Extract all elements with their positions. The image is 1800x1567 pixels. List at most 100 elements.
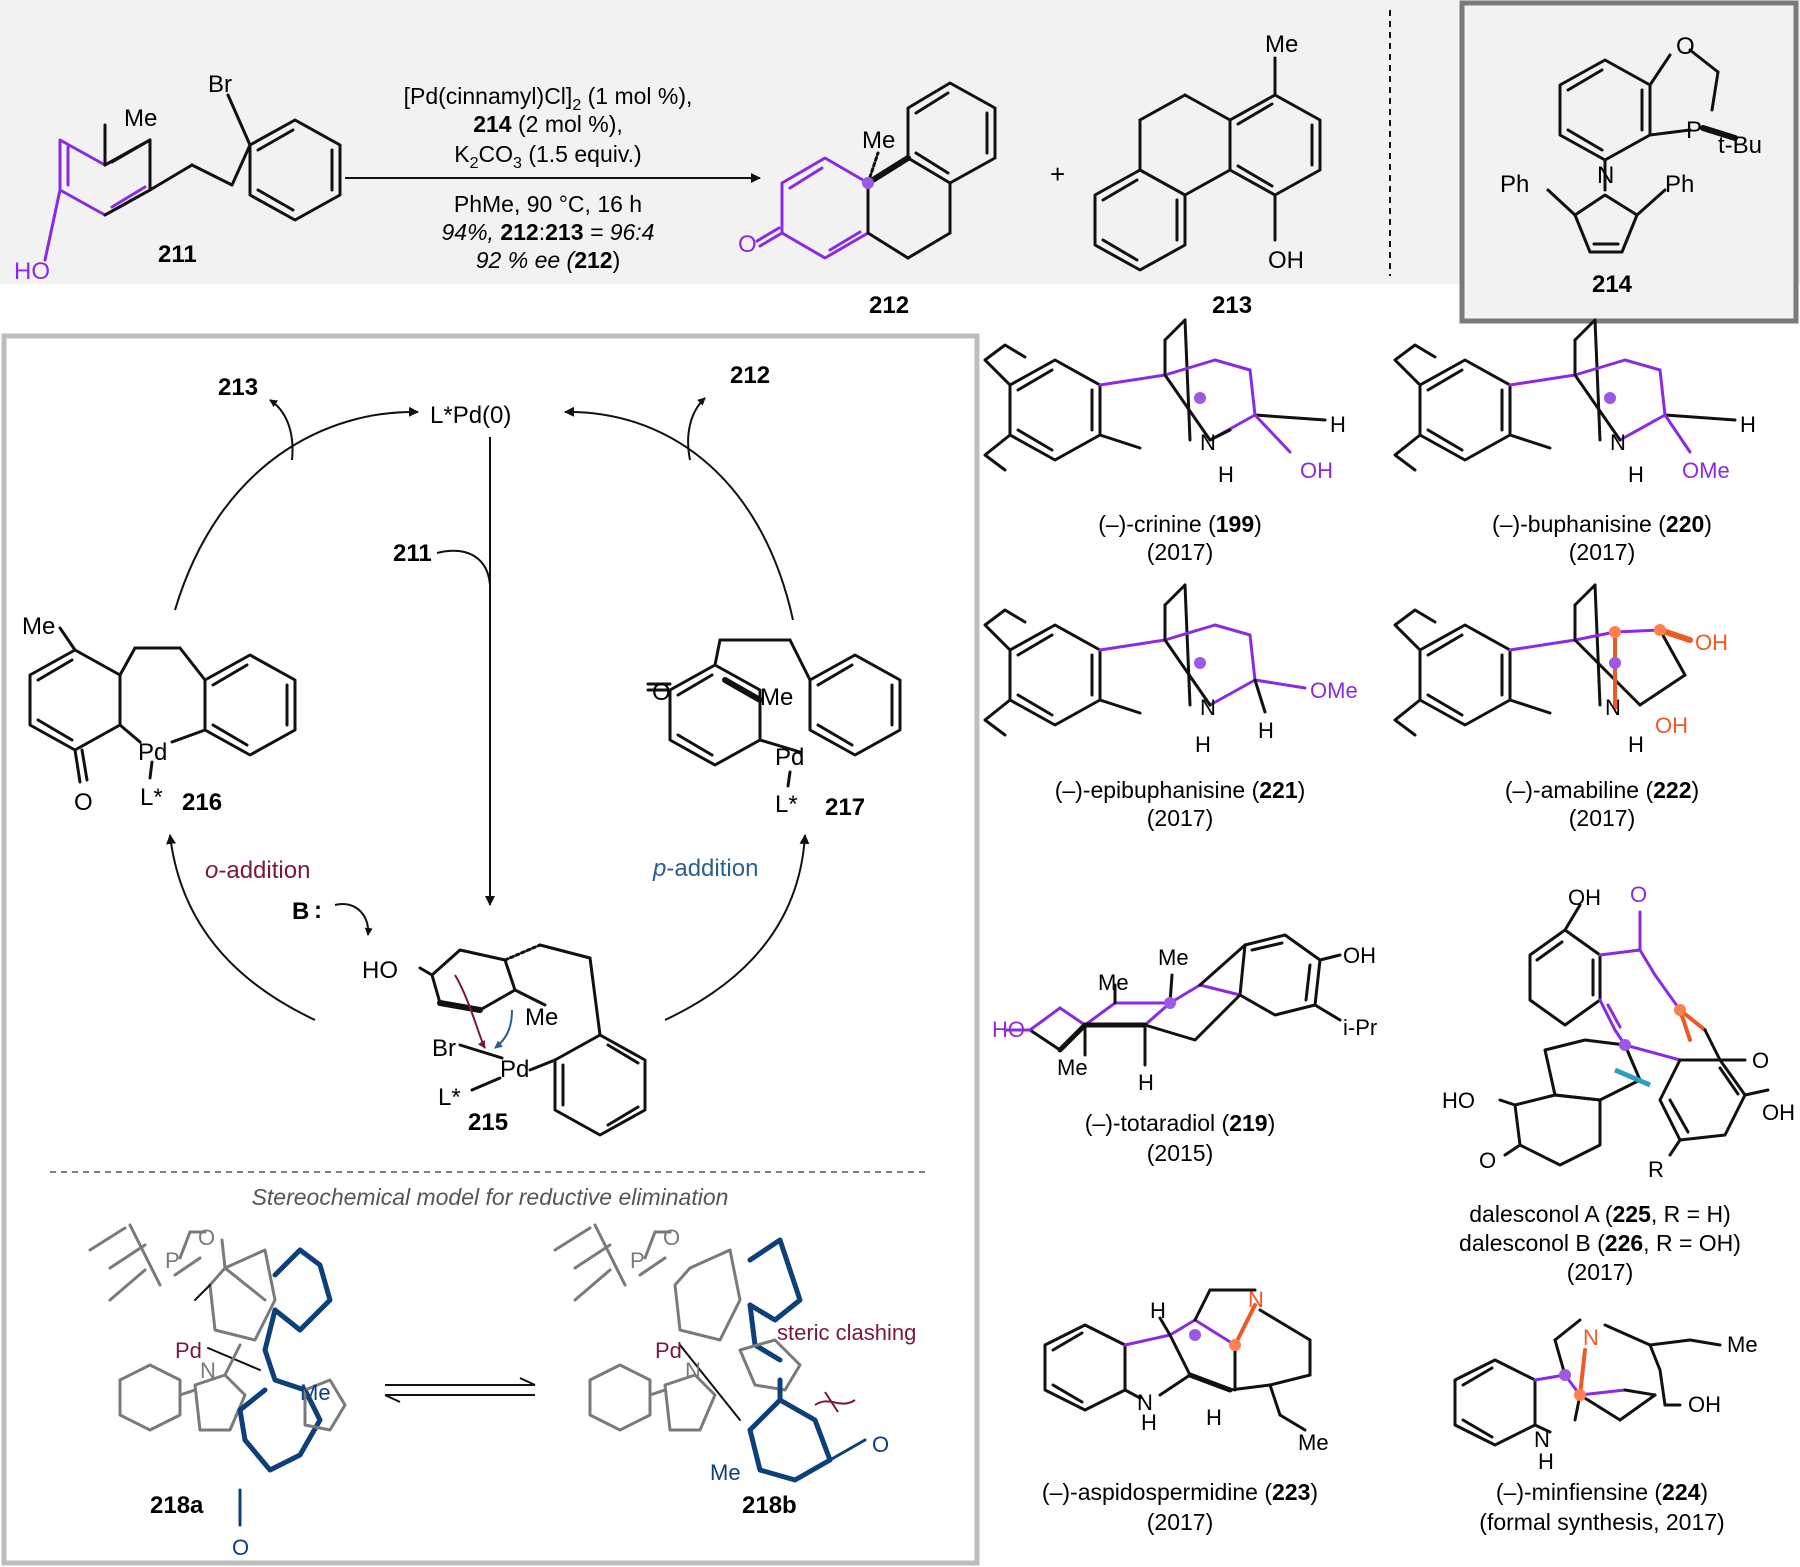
target-amabiline-structure (1393, 583, 1693, 737)
int216-me: Me (22, 613, 55, 640)
amabiline-oh2: OH (1655, 713, 1688, 738)
totaradiol-h: H (1138, 1070, 1154, 1095)
c215-ho: HO (362, 957, 398, 984)
product-213-structure (1093, 56, 1322, 272)
minf-nh: N (1534, 1427, 1550, 1452)
crinine-year: (2017) (1147, 539, 1213, 565)
minf-me: Me (1727, 1332, 1758, 1357)
product-212-me-label: Me (862, 127, 895, 154)
int217-me: Me (760, 684, 793, 711)
totaradiol-ipr: i-Pr (1343, 1015, 1377, 1040)
m218b-o2: O (872, 1432, 889, 1457)
buphanisine-name: (–)-buphanisine (220) (1492, 511, 1712, 537)
dalesconol-year: (2017) (1567, 1259, 1633, 1285)
totaradiol-ho: HO (992, 1017, 1025, 1042)
totaradiol-me1: Me (1098, 970, 1129, 995)
amabiline-oh1: OH (1695, 630, 1728, 655)
m218a-p: P (165, 1248, 180, 1273)
aspido-year: (2017) (1147, 1509, 1213, 1535)
cycle-arc-top-left (174, 406, 419, 611)
m218a-me: Me (300, 1380, 331, 1405)
cycle-out-213: 213 (218, 374, 258, 401)
m218a-id: 218a (150, 1492, 204, 1519)
int216-o: O (74, 789, 93, 816)
ligand-p-label: P (1686, 117, 1702, 144)
ligand-id: 214 (1592, 271, 1633, 298)
reactant-br-label: Br (208, 71, 232, 98)
product-213-id: 213 (1212, 292, 1252, 319)
epibuph-year: (2017) (1147, 805, 1213, 831)
o-addition-label: o-addition (205, 857, 310, 884)
buphanisine-year: (2017) (1569, 539, 1635, 565)
base-colon: : (314, 897, 322, 924)
epibuph-h2: H (1258, 718, 1274, 743)
conditions-line1: [Pd(cinnamyl)Cl]2 (1 mol %), (404, 83, 693, 114)
c215-pd: Pd (500, 1056, 529, 1083)
int216-pd: Pd (138, 739, 167, 766)
base-arrow (334, 903, 373, 936)
ligand-tbu-label: t-Bu (1718, 132, 1762, 159)
m218b-o: O (663, 1225, 680, 1250)
aspido-h1: H (1150, 1298, 1166, 1323)
intermediate-216-structure (28, 626, 297, 784)
buphanisine-ome: OMe (1682, 458, 1730, 483)
int217-o: O (652, 679, 671, 706)
m218b-pd: Pd (655, 1338, 682, 1363)
c215-l: L* (438, 1084, 461, 1111)
int216-id: 216 (182, 789, 222, 816)
target-totaradiol-structure (1003, 933, 1342, 1067)
dalesconol-ho: HO (1442, 1088, 1475, 1113)
reactant-id: 211 (158, 241, 197, 268)
product-213-oh-label: OH (1268, 247, 1304, 274)
m218a-pd: Pd (175, 1338, 202, 1363)
dalesconol-name-b: dalesconol B (226, R = OH) (1459, 1230, 1741, 1256)
amabiline-year: (2017) (1569, 805, 1635, 831)
dalesconol-o3: O (1479, 1148, 1496, 1173)
dalesconol-oh1: OH (1568, 885, 1601, 910)
aspido-h3: H (1206, 1405, 1222, 1430)
plus-sign: + (1050, 159, 1065, 189)
target-dalesconol-structure (1498, 903, 1770, 1167)
m218b-p: P (630, 1248, 645, 1273)
dalesconol-r: R (1648, 1157, 1664, 1182)
dalesconol-o2: O (1752, 1048, 1769, 1073)
totaradiol-me2: Me (1158, 945, 1189, 970)
epibuph-name: (–)-epibuphanisine (221) (1055, 777, 1306, 803)
int217-pd: Pd (775, 744, 804, 771)
reactant-me-label: Me (124, 105, 157, 132)
product-212-id: 212 (869, 292, 909, 319)
cycle-arc-bottom-right (664, 834, 810, 1021)
epibuph-h: H (1195, 732, 1211, 757)
m218a-o: O (198, 1225, 215, 1250)
ligand-o-label: O (1676, 33, 1695, 60)
dalesconol-oh2: OH (1762, 1100, 1795, 1125)
minf-oh: OH (1688, 1392, 1721, 1417)
epibuph-ome: OMe (1310, 678, 1358, 703)
product-213-me-label: Me (1265, 31, 1298, 58)
totaradiol-year: (2015) (1147, 1140, 1213, 1166)
crinine-h2: H (1330, 412, 1346, 437)
int217-id: 217 (825, 794, 865, 821)
conditions-line6: 92 % ee (212) (476, 247, 621, 273)
m218a-n: N (200, 1358, 216, 1383)
model-title: Stereochemical model for reductive elimi… (252, 1184, 729, 1210)
model-218a-structure (88, 1223, 347, 1527)
product-212-o-label: O (738, 231, 757, 258)
cycle-panel (1, 333, 980, 1566)
minf-year: (formal synthesis, 2017) (1479, 1509, 1724, 1535)
reactant-211-structure (43, 93, 342, 262)
cycle-release-212 (687, 397, 706, 461)
steric-label: steric clashing (777, 1320, 916, 1345)
minf-name: (–)-minfiensine (224) (1496, 1479, 1708, 1505)
aspido-name: (–)-aspidospermidine (223) (1042, 1479, 1318, 1505)
m218a-o2: O (232, 1535, 249, 1560)
conditions-line5: 94%, 212:213 = 96:4 (442, 219, 655, 245)
aspido-nh: N (1137, 1390, 1153, 1415)
amabiline-h: H (1628, 732, 1644, 757)
ligand-ph-left-label: Ph (1500, 171, 1529, 198)
reactant-ho-label: HO (14, 258, 50, 285)
c215-br: Br (432, 1035, 456, 1062)
model-218b-structure (553, 1223, 867, 1483)
dalesconol-name-a: dalesconol A (225, R = H) (1469, 1201, 1730, 1227)
